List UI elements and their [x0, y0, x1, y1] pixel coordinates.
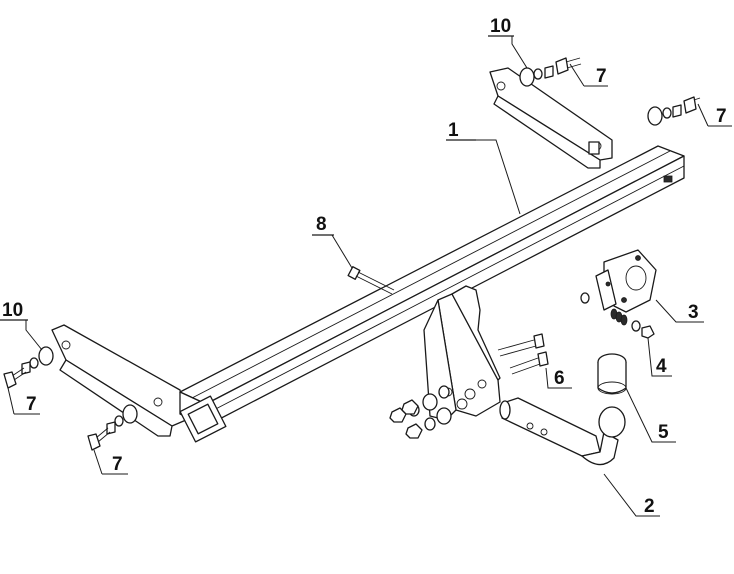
bolt-set-top-right-2 — [647, 96, 701, 126]
bolt-8 — [347, 266, 395, 295]
callout-1: 1 — [446, 120, 476, 141]
callout-7-left-1-text: 7 — [26, 394, 37, 415]
callout-10-top-text: 10 — [490, 16, 511, 37]
leader-lines — [7, 36, 732, 517]
callout-7-left-2: 7 — [112, 454, 123, 475]
callout-6: 6 — [554, 368, 565, 389]
callout-4-text: 4 — [656, 356, 667, 377]
callout-7-top-2: 7 — [716, 106, 727, 127]
bolt-set-left-2 — [87, 404, 138, 451]
callout-4: 4 — [656, 356, 667, 377]
nuts-washers-center — [389, 385, 452, 439]
callout-7-left-2-text: 7 — [112, 454, 123, 475]
bolt-set-6 — [497, 333, 549, 375]
bolt-set-top-right-1 — [519, 57, 582, 87]
right-mounting-bracket — [489, 67, 613, 169]
left-mounting-bracket — [51, 324, 187, 437]
callout-7-left-1: 7 — [26, 394, 37, 415]
callout-8-text: 8 — [316, 214, 327, 235]
callout-3-text: 3 — [688, 302, 699, 323]
callout-5: 5 — [658, 422, 669, 443]
ball-neck — [499, 397, 626, 466]
socket-plate — [580, 249, 657, 313]
callout-5-text: 5 — [658, 422, 669, 443]
callout-8: 8 — [312, 214, 334, 236]
callout-10-left: 10 — [0, 300, 28, 321]
main-crossbar — [179, 145, 685, 443]
callout-10-top: 10 — [488, 16, 514, 37]
callout-7-top-1: 7 — [596, 66, 607, 87]
callout-7-top-2-text: 7 — [716, 106, 727, 127]
ball-cover — [597, 353, 627, 395]
callout-2: 2 — [644, 496, 655, 517]
callout-1-text: 1 — [448, 120, 459, 141]
callout-10-left-text: 10 — [2, 300, 23, 321]
spring-bolt-4 — [610, 308, 655, 339]
bolt-set-left-1 — [3, 346, 54, 389]
callout-2-text: 2 — [644, 496, 655, 517]
callout-3: 3 — [688, 302, 699, 323]
callout-7-top-1-text: 7 — [596, 66, 607, 87]
callout-6-text: 6 — [554, 368, 565, 389]
